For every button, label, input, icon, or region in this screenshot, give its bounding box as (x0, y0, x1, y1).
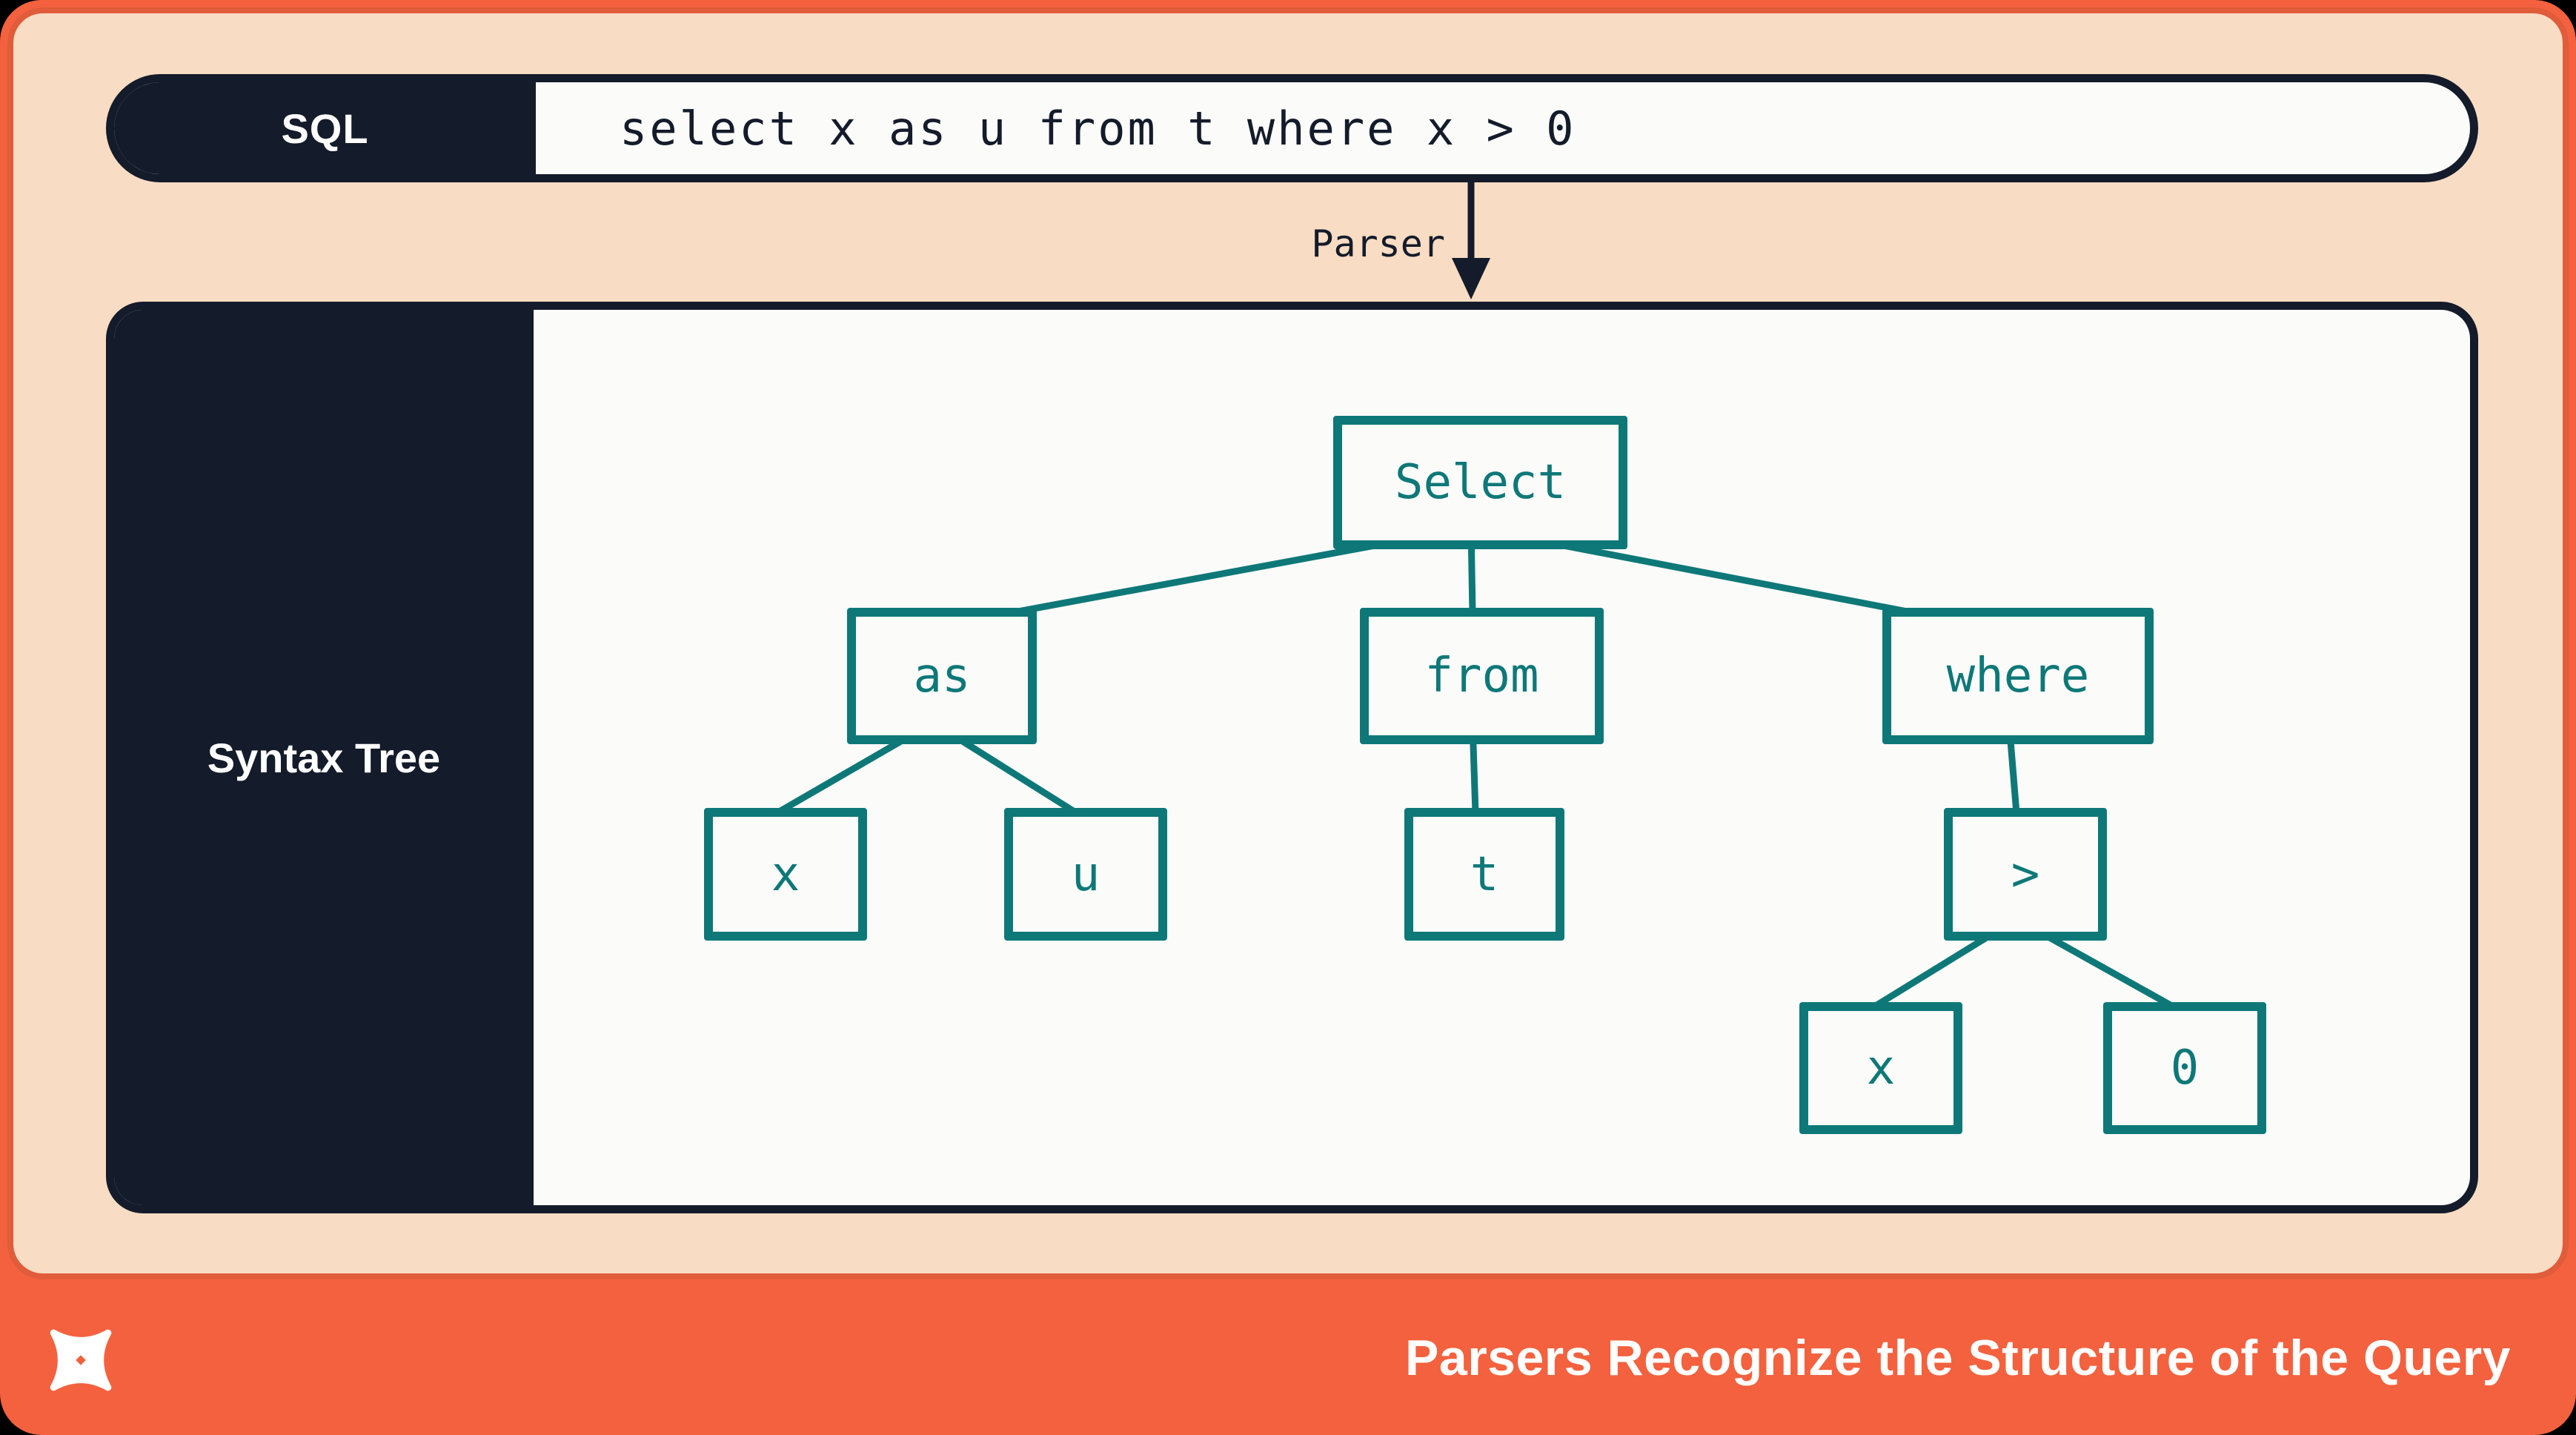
tree-node-u: u (1004, 808, 1167, 941)
tree-node-x-as: x (704, 808, 867, 941)
sql-query-text: select x as u from t where x > 0 (620, 101, 1576, 156)
tree-node-t: t (1404, 808, 1564, 941)
syntax-tree-label: Syntax Tree (207, 734, 441, 781)
syntax-tree-panel: Syntax Tree (106, 302, 2478, 1213)
sql-badge-label: SQL (281, 105, 369, 152)
footer-caption: Parsers Recognize the Structure of the Q… (1405, 1329, 2511, 1386)
four-point-star-logo (50, 1329, 112, 1391)
sql-input-pill: SQL select x as u from t where x > 0 (106, 74, 2478, 182)
tree-node-from: from (1360, 608, 1604, 744)
parser-label: Parser (1311, 222, 1445, 265)
tree-node-select: Select (1333, 416, 1627, 549)
tree-node-x-where: x (1799, 1002, 1962, 1134)
tree-node-where: where (1882, 608, 2154, 744)
tree-node-zero: 0 (2103, 1002, 2266, 1134)
footer-band: Parsers Recognize the Structure of the Q… (0, 1285, 2576, 1435)
tree-node-greater-than: > (1944, 808, 2107, 941)
tree-node-as: as (847, 608, 1037, 744)
sql-badge: SQL (114, 82, 536, 174)
syntax-tree-side-label-column: Syntax Tree (114, 310, 534, 1205)
